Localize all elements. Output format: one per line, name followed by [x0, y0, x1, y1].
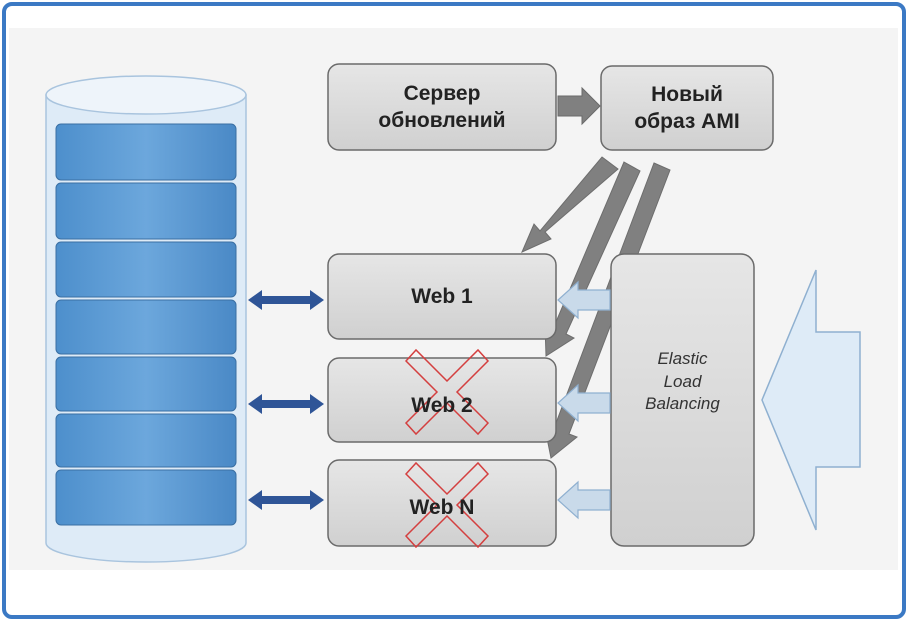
update-server-label: Сервер обновлений	[378, 81, 506, 132]
elb-label: Elastic Load Balancing	[645, 348, 720, 414]
elb-box	[610, 253, 755, 547]
database-disks	[55, 123, 237, 526]
elb-arrows	[557, 280, 611, 520]
elb-arrow-web-2	[557, 383, 611, 423]
database-disk	[55, 123, 237, 181]
deploy-arrow-web-1	[521, 156, 619, 253]
web-n-box	[327, 459, 557, 547]
incoming-traffic-arrow	[761, 269, 861, 531]
database-disk	[55, 469, 237, 526]
failed-cross-web-n	[404, 461, 490, 549]
database-disk	[55, 182, 237, 240]
database-disk	[55, 299, 237, 355]
double-arrow-web-n	[248, 490, 324, 510]
elb-arrow-web-1	[557, 280, 611, 320]
elb-arrow-web-n	[557, 480, 611, 520]
update-server-box	[327, 63, 557, 151]
arrow-server-to-ami	[557, 86, 601, 126]
web-2-label: Web 2	[411, 394, 473, 418]
database-cylinder	[45, 75, 247, 563]
database-disk	[55, 413, 237, 468]
db-web-arrows	[248, 290, 324, 510]
web-1-label: Web 1	[411, 284, 473, 308]
double-arrow-web-2	[248, 394, 324, 414]
web-2-box	[327, 357, 557, 443]
new-ami-label: Новый образ AMI	[634, 82, 740, 133]
database-disk	[55, 356, 237, 412]
web-n-label: Web N	[409, 496, 475, 520]
database-disk	[55, 241, 237, 298]
double-arrow-web-1	[248, 290, 324, 310]
new-ami-box	[600, 65, 774, 151]
web-1-box	[327, 253, 557, 340]
failed-cross-web-2	[404, 348, 490, 436]
